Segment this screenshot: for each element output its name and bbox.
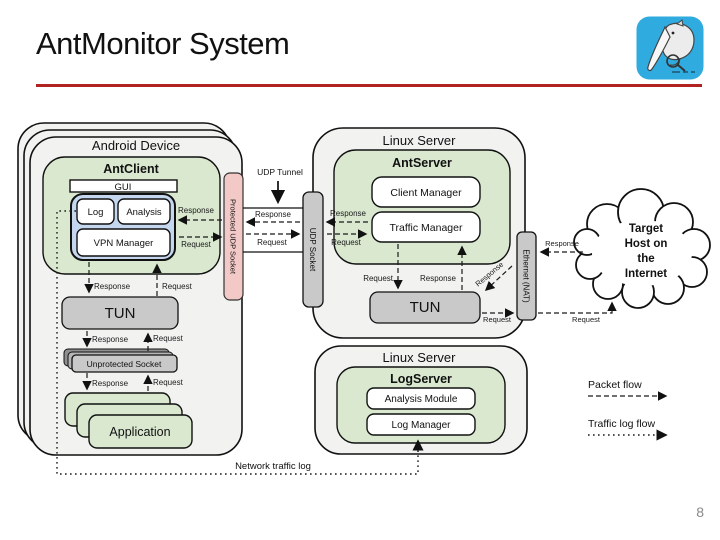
application-label: Application <box>109 425 170 439</box>
application-box <box>88 414 193 449</box>
analysis-module-box <box>366 387 476 410</box>
vpn-manager-box <box>76 228 171 257</box>
antclient-module: AntClient GUI Log Analysis VPN Manager <box>42 156 221 275</box>
gui-box <box>69 179 178 193</box>
ethernet-nat-label: Ethernet (NAT) <box>522 249 531 303</box>
gui-label: GUI <box>115 182 132 193</box>
page-number: 8 <box>696 504 704 520</box>
android-tun-label: TUN <box>105 305 136 322</box>
request-label: Request <box>572 315 601 324</box>
internet-cloud-text: Target Host on the Internet <box>625 223 668 280</box>
logserver-module: Linux Server LogServer Analysis Module L… <box>314 345 528 455</box>
response-label: Response <box>545 239 579 248</box>
antserver-module: AntServer Client Manager Traffic Manager <box>333 149 511 265</box>
client-manager-box <box>371 176 481 208</box>
response-label: Response <box>178 206 215 215</box>
udp-socket-label: UDP Socket <box>308 228 317 272</box>
request-label: Request <box>153 378 184 387</box>
request-label: Request <box>483 315 512 324</box>
udp-tunnel: UDP Tunnel Response Request <box>243 167 303 253</box>
cloud-line-3: the <box>637 253 654 265</box>
cloud-line-2: Host on <box>625 238 668 250</box>
response-label: Response <box>330 209 367 218</box>
logserver-title: LogServer <box>390 372 452 386</box>
traffic-manager-box <box>371 211 481 243</box>
response-arrow-nat-to-tun <box>484 265 513 291</box>
traffic-manager-label: Traffic Manager <box>390 222 463 234</box>
vpn-manager-label: VPN Manager <box>94 238 154 249</box>
page-title: AntMonitor System <box>36 26 290 61</box>
antserver-title: AntServer <box>392 156 452 170</box>
client-manager-label: Client Manager <box>390 187 462 199</box>
unprotected-socket-box <box>71 354 178 373</box>
unprotected-socket-stack: Unprotected Socket <box>63 348 178 373</box>
legend: Packet flow Traffic log flow <box>588 379 668 441</box>
response-label: Response <box>92 379 129 388</box>
request-label: Request <box>153 334 184 343</box>
linux-tun-box <box>369 291 481 324</box>
linux-server-top-title: Linux Server <box>383 133 457 148</box>
linux-tun-label: TUN <box>410 299 441 316</box>
request-label: Request <box>181 240 212 249</box>
response-label: Response <box>94 282 131 291</box>
android-tun-box <box>61 296 179 330</box>
request-arrow-nat-to-cloud <box>538 301 617 314</box>
response-label: Response <box>92 335 129 344</box>
request-label: Request <box>162 282 193 291</box>
log-label: Log <box>88 207 104 218</box>
android-device-title: Android Device <box>92 138 180 153</box>
protected-udp-socket-box <box>223 172 244 301</box>
log-manager-box <box>366 413 476 436</box>
analysis-module-label: Analysis Module <box>385 394 458 405</box>
anteater-icon <box>647 19 695 73</box>
network-traffic-log-label: Network traffic log <box>235 461 311 472</box>
protected-udp-socket-label: Protected UDP Socket <box>229 199 238 275</box>
log-box <box>76 198 115 225</box>
request-label: Request <box>331 238 362 247</box>
response-label: Response <box>420 274 457 283</box>
antmonitor-logo <box>636 16 704 80</box>
title-underline <box>36 84 702 87</box>
analysis-label: Analysis <box>126 207 162 218</box>
antclient-title: AntClient <box>103 162 159 176</box>
udp-tunnel-label: UDP Tunnel <box>257 167 303 177</box>
cloud-line-4: Internet <box>625 268 667 280</box>
log-manager-label: Log Manager <box>392 420 452 431</box>
request-label: Request <box>257 238 288 247</box>
application-stack: Application <box>64 392 193 449</box>
cloud-line-1: Target <box>629 223 663 235</box>
ethernet-nat-box <box>516 231 537 321</box>
response-label: Response <box>255 210 292 219</box>
internet-cloud <box>573 188 711 309</box>
request-label: Request <box>363 274 394 283</box>
legend-traffic-log-flow-label: Traffic log flow <box>588 418 656 430</box>
legend-packet-flow-label: Packet flow <box>588 379 642 391</box>
analysis-box <box>117 198 171 225</box>
linux-server-bottom-title: Linux Server <box>383 350 457 365</box>
unprotected-socket-label: Unprotected Socket <box>87 359 162 369</box>
android-packet-arrows: Response Request Response Request Respon… <box>82 262 193 391</box>
udp-socket-box <box>302 191 324 308</box>
